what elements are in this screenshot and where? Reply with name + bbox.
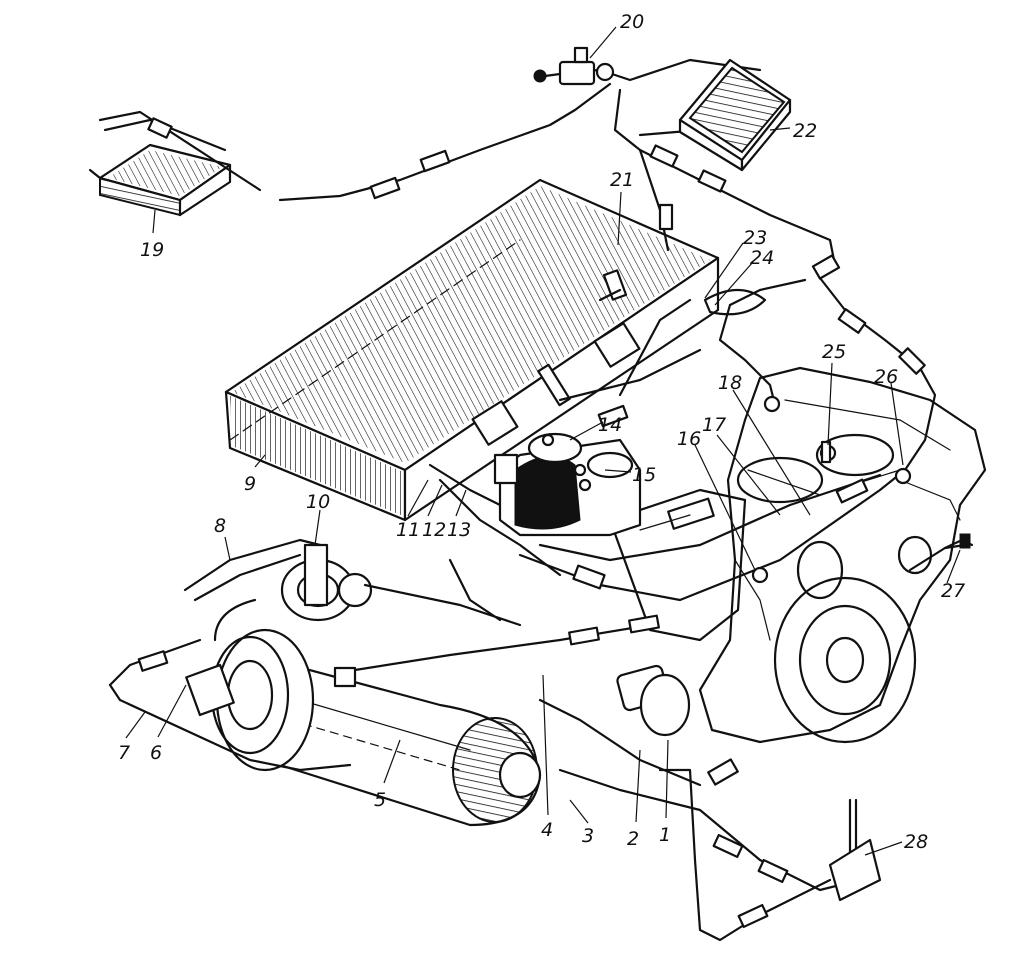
callout-13: 13 (447, 519, 471, 541)
heater-5 (185, 543, 542, 827)
callout-10: 10 (306, 491, 330, 513)
callout-19: 19 (140, 239, 164, 261)
callout-14: 14 (598, 414, 622, 436)
callout-5: 5 (374, 789, 386, 811)
callout-2: 2 (627, 828, 639, 850)
callout-27: 27 (941, 580, 965, 602)
radiator-9 (224, 178, 720, 522)
callout-8: 8 (214, 515, 226, 537)
heater-22 (678, 58, 792, 172)
bracket-28 (828, 798, 882, 902)
drain-tap-27 (943, 533, 974, 550)
callout-22: 22 (793, 120, 817, 142)
callout-25: 25 (822, 341, 846, 363)
callout-3: 3 (582, 825, 594, 847)
callout-23: 23 (743, 227, 767, 249)
callout-16: 16 (677, 428, 701, 450)
callout-9: 9 (244, 473, 256, 495)
callout-28: 28 (904, 831, 928, 853)
engine-block (608, 366, 987, 744)
callout-1: 1 (659, 824, 671, 846)
callout-labels: 1 2 3 4 5 6 7 8 9 10 11 12 13 14 15 16 1… (118, 11, 965, 853)
heater-19 (88, 110, 262, 217)
leader-lines (125, 26, 961, 856)
callout-24: 24 (750, 247, 774, 269)
callout-17: 17 (702, 414, 726, 436)
callout-20: 20 (620, 11, 644, 33)
callout-15: 15 (632, 464, 656, 486)
callout-21: 21 (610, 169, 634, 191)
valve-20 (533, 46, 615, 86)
callout-11: 11 (396, 519, 420, 541)
pipe-couplings (137, 144, 926, 929)
callout-26: 26 (874, 366, 898, 388)
callout-6: 6 (150, 742, 162, 764)
pump-unit-15 (493, 432, 642, 537)
callout-18: 18 (718, 372, 742, 394)
callout-7: 7 (118, 742, 130, 764)
callout-12: 12 (422, 519, 446, 541)
callout-4: 4 (541, 819, 553, 841)
